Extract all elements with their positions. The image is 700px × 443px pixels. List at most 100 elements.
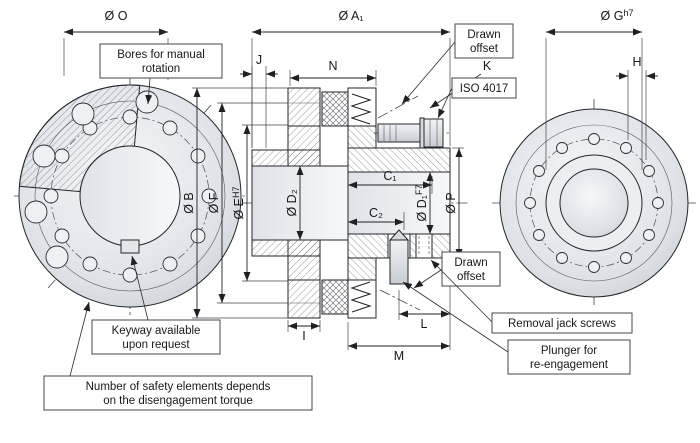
- section-view: [242, 87, 470, 319]
- callout-keyway: Keyway available upon request: [91, 255, 221, 355]
- dim-label-g-sup: h7: [623, 8, 633, 18]
- callout-text: Removal jack screws: [508, 318, 616, 330]
- callout-box: [507, 339, 631, 375]
- dim-label-e: Ø EH7: [231, 186, 246, 219]
- bearing-top: [321, 91, 349, 127]
- callout-text: on the disengagement torque: [103, 395, 253, 407]
- dim-e: Ø EH7: [231, 124, 288, 282]
- bolt-hole: [533, 165, 545, 177]
- manual-rotation-bore: [32, 144, 56, 168]
- dim-label-g-base: Ø G: [601, 9, 624, 23]
- screw-hex-head: [423, 118, 444, 148]
- bolt-hole: [524, 197, 536, 209]
- callout-box: [451, 77, 517, 99]
- drawn-offset-trace-top: [377, 95, 419, 119]
- callout-text: Number of safety elements depends: [86, 381, 271, 393]
- dim-label-e-base: Ø E: [232, 198, 246, 220]
- callout-bores: Bores for manual rotation: [99, 43, 223, 105]
- callout-text: upon request: [122, 339, 190, 351]
- callout-drawn-offset-bottom: Drawn offset: [413, 251, 501, 289]
- flange-sleeve-top: [251, 149, 321, 167]
- dim-label-b: Ø B: [182, 192, 196, 214]
- manual-rotation-bore: [71, 102, 95, 126]
- leader-line: [437, 87, 453, 119]
- callout-text: offset: [470, 43, 499, 55]
- hub-plate-top: [347, 147, 451, 173]
- dim-label-p: Ø P: [444, 192, 458, 214]
- dim-h: H: [616, 55, 658, 160]
- jack-screw-hole: [415, 233, 433, 259]
- right-face-step-circle: [515, 124, 673, 282]
- flange-rim-bottom: [287, 279, 321, 319]
- bolt-hole: [162, 120, 178, 136]
- bolt-hole: [533, 229, 545, 241]
- dim-label-j: J: [256, 53, 262, 67]
- bolt-hole: [190, 148, 206, 164]
- bolt-hole: [82, 256, 98, 272]
- callout-text: Bores for manual: [117, 49, 205, 61]
- dim-b: Ø B: [182, 87, 288, 319]
- dim-c1: C₁: [348, 169, 433, 194]
- leader-line: [69, 301, 91, 377]
- disc-springs-bottom: [350, 281, 372, 313]
- dim-label-l: L: [421, 317, 428, 331]
- bolt-hole: [54, 228, 70, 244]
- callout-text: Keyway available: [112, 325, 201, 337]
- hub-upstand-top: [347, 125, 377, 149]
- bolt-hole: [643, 229, 655, 241]
- callout-text: re-engagement: [530, 359, 609, 371]
- callout-box: [454, 23, 514, 59]
- keyway-notch: [120, 239, 140, 254]
- dim-label-c2: C₂: [369, 206, 383, 220]
- dim-label-k: K: [483, 59, 492, 73]
- dim-i: I: [287, 320, 321, 343]
- hub-upstand-bottom: [347, 257, 377, 281]
- callout-box: [91, 319, 221, 355]
- flange-sleeve-bottom: [251, 239, 321, 257]
- manual-rotation-bore: [45, 245, 69, 269]
- callout-text: Plunger for: [541, 345, 597, 357]
- bolt-hole: [556, 142, 568, 154]
- bolt-hole: [652, 197, 664, 209]
- dim-label-g: Ø Gh7: [601, 8, 634, 23]
- callout-box: [43, 375, 313, 411]
- plunger-tip: [388, 229, 410, 241]
- leader-line: [145, 77, 153, 105]
- bolt-hole: [162, 256, 178, 272]
- callouts: Bores for manual rotation Drawn offset I…: [43, 23, 633, 411]
- dim-c2: C₂: [348, 206, 405, 230]
- callout-safety-elements: Number of safety elements depends on the…: [43, 301, 313, 411]
- callout-box: [441, 251, 501, 287]
- dim-label-n: N: [328, 59, 337, 73]
- screw-washer: [419, 117, 425, 149]
- bolt-hole: [190, 228, 206, 244]
- bolt-hole: [588, 261, 600, 273]
- bolt-hole: [122, 109, 138, 125]
- bolt-hole: [556, 252, 568, 264]
- dim-label-c1: C₁: [383, 169, 396, 183]
- dim-label-d1: Ø D₁F7: [414, 185, 429, 222]
- dim-label-d1-base: Ø D₁: [415, 195, 429, 221]
- bolt-hole: [620, 252, 632, 264]
- callout-iso-4017: ISO 4017: [437, 77, 517, 119]
- leader-line: [413, 267, 445, 289]
- callout-box: [99, 43, 223, 79]
- disc-springs-top: [350, 93, 372, 125]
- dim-label-d1-sup: F7: [414, 185, 424, 196]
- screw-shaft: [377, 123, 425, 143]
- left-central-bore: [79, 145, 181, 247]
- dim-label-f: Ø F: [207, 192, 221, 213]
- dim-n: N: [289, 59, 377, 86]
- dim-o: Ø O: [63, 9, 169, 80]
- flange-rim-top: [287, 87, 321, 127]
- dim-f: Ø F: [207, 102, 288, 304]
- bolt-hole: [122, 267, 138, 283]
- plunger-body: [389, 239, 409, 285]
- dim-label-h: H: [632, 55, 641, 69]
- dim-m: M: [347, 322, 450, 363]
- dim-g: Ø Gh7: [545, 8, 643, 170]
- bolt-hole: [54, 148, 70, 164]
- dim-j: J: [240, 53, 278, 148]
